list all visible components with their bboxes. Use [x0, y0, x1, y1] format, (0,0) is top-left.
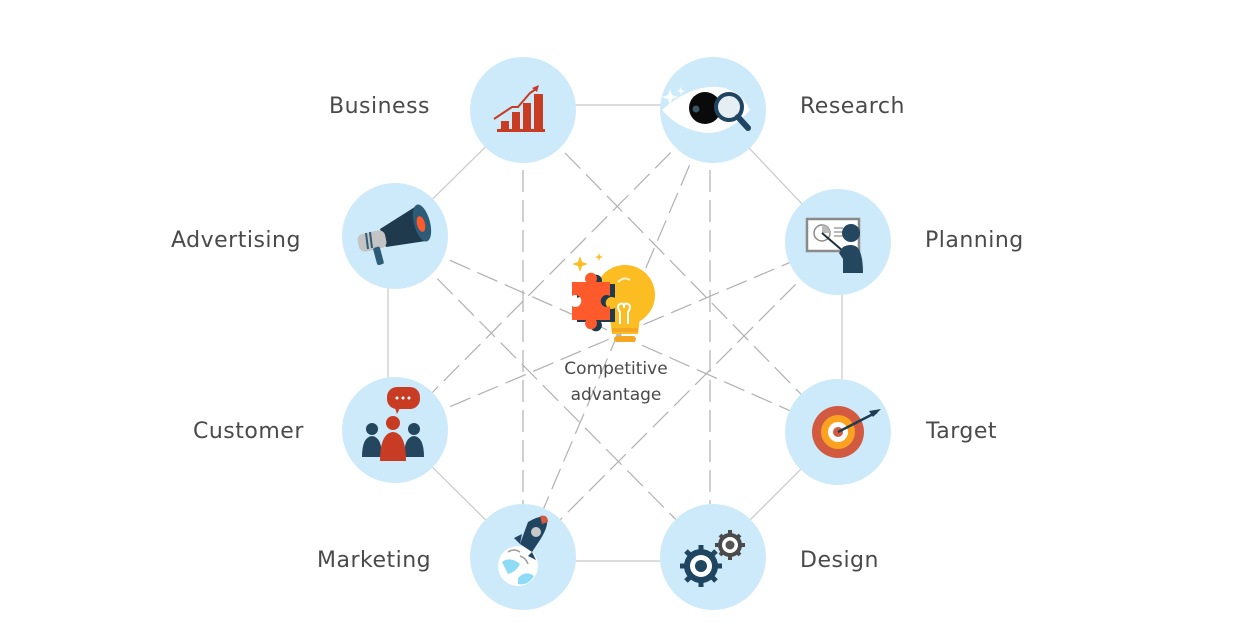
node-business — [470, 57, 576, 163]
node-label-target: Target — [926, 419, 998, 444]
node-design — [660, 504, 766, 610]
people-chat-icon — [362, 387, 424, 461]
bar-chart-growth-icon — [493, 85, 545, 132]
center-label: Competitive advantage — [540, 356, 692, 408]
node-label-research: Research — [800, 94, 905, 119]
node-label-advertising: Advertising — [171, 228, 301, 253]
node-customer — [342, 377, 448, 483]
node-label-marketing: Marketing — [317, 548, 432, 573]
node-planning — [785, 189, 891, 295]
node-label-design: Design — [800, 548, 879, 573]
node-advertising — [342, 183, 448, 289]
node-research — [660, 57, 766, 163]
rocket-globe-icon — [498, 515, 548, 586]
node-label-planning: Planning — [925, 228, 1024, 253]
presentation-board-icon — [805, 217, 863, 273]
node-marketing — [470, 504, 576, 610]
node-label-customer: Customer — [193, 419, 304, 444]
gears-icon — [680, 530, 745, 587]
node-target — [785, 379, 891, 485]
center-label-line1: Competitive — [564, 359, 668, 379]
megaphone-icon — [357, 204, 432, 266]
target-arrow-icon — [812, 406, 881, 458]
center-label-line2: advantage — [570, 385, 662, 405]
node-label-business: Business — [329, 94, 431, 119]
eye-magnifier-icon — [662, 86, 751, 133]
lightbulb-puzzle-icon — [572, 253, 655, 342]
